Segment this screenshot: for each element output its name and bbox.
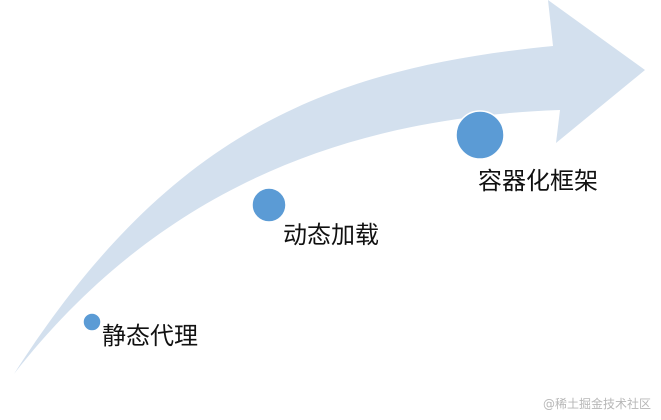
stage-label-static-proxy: 静态代理: [102, 322, 198, 350]
stage-dot-1: [251, 187, 287, 223]
stage-dot-2: [455, 110, 505, 160]
stage-label-dynamic-loading: 动态加载: [283, 221, 379, 249]
stage-dot-0: [82, 312, 102, 332]
watermark: @稀土掘金技术社区: [542, 397, 651, 411]
stage-label-container-framework: 容器化框架: [478, 167, 598, 195]
curved-arrow: [14, 0, 645, 374]
